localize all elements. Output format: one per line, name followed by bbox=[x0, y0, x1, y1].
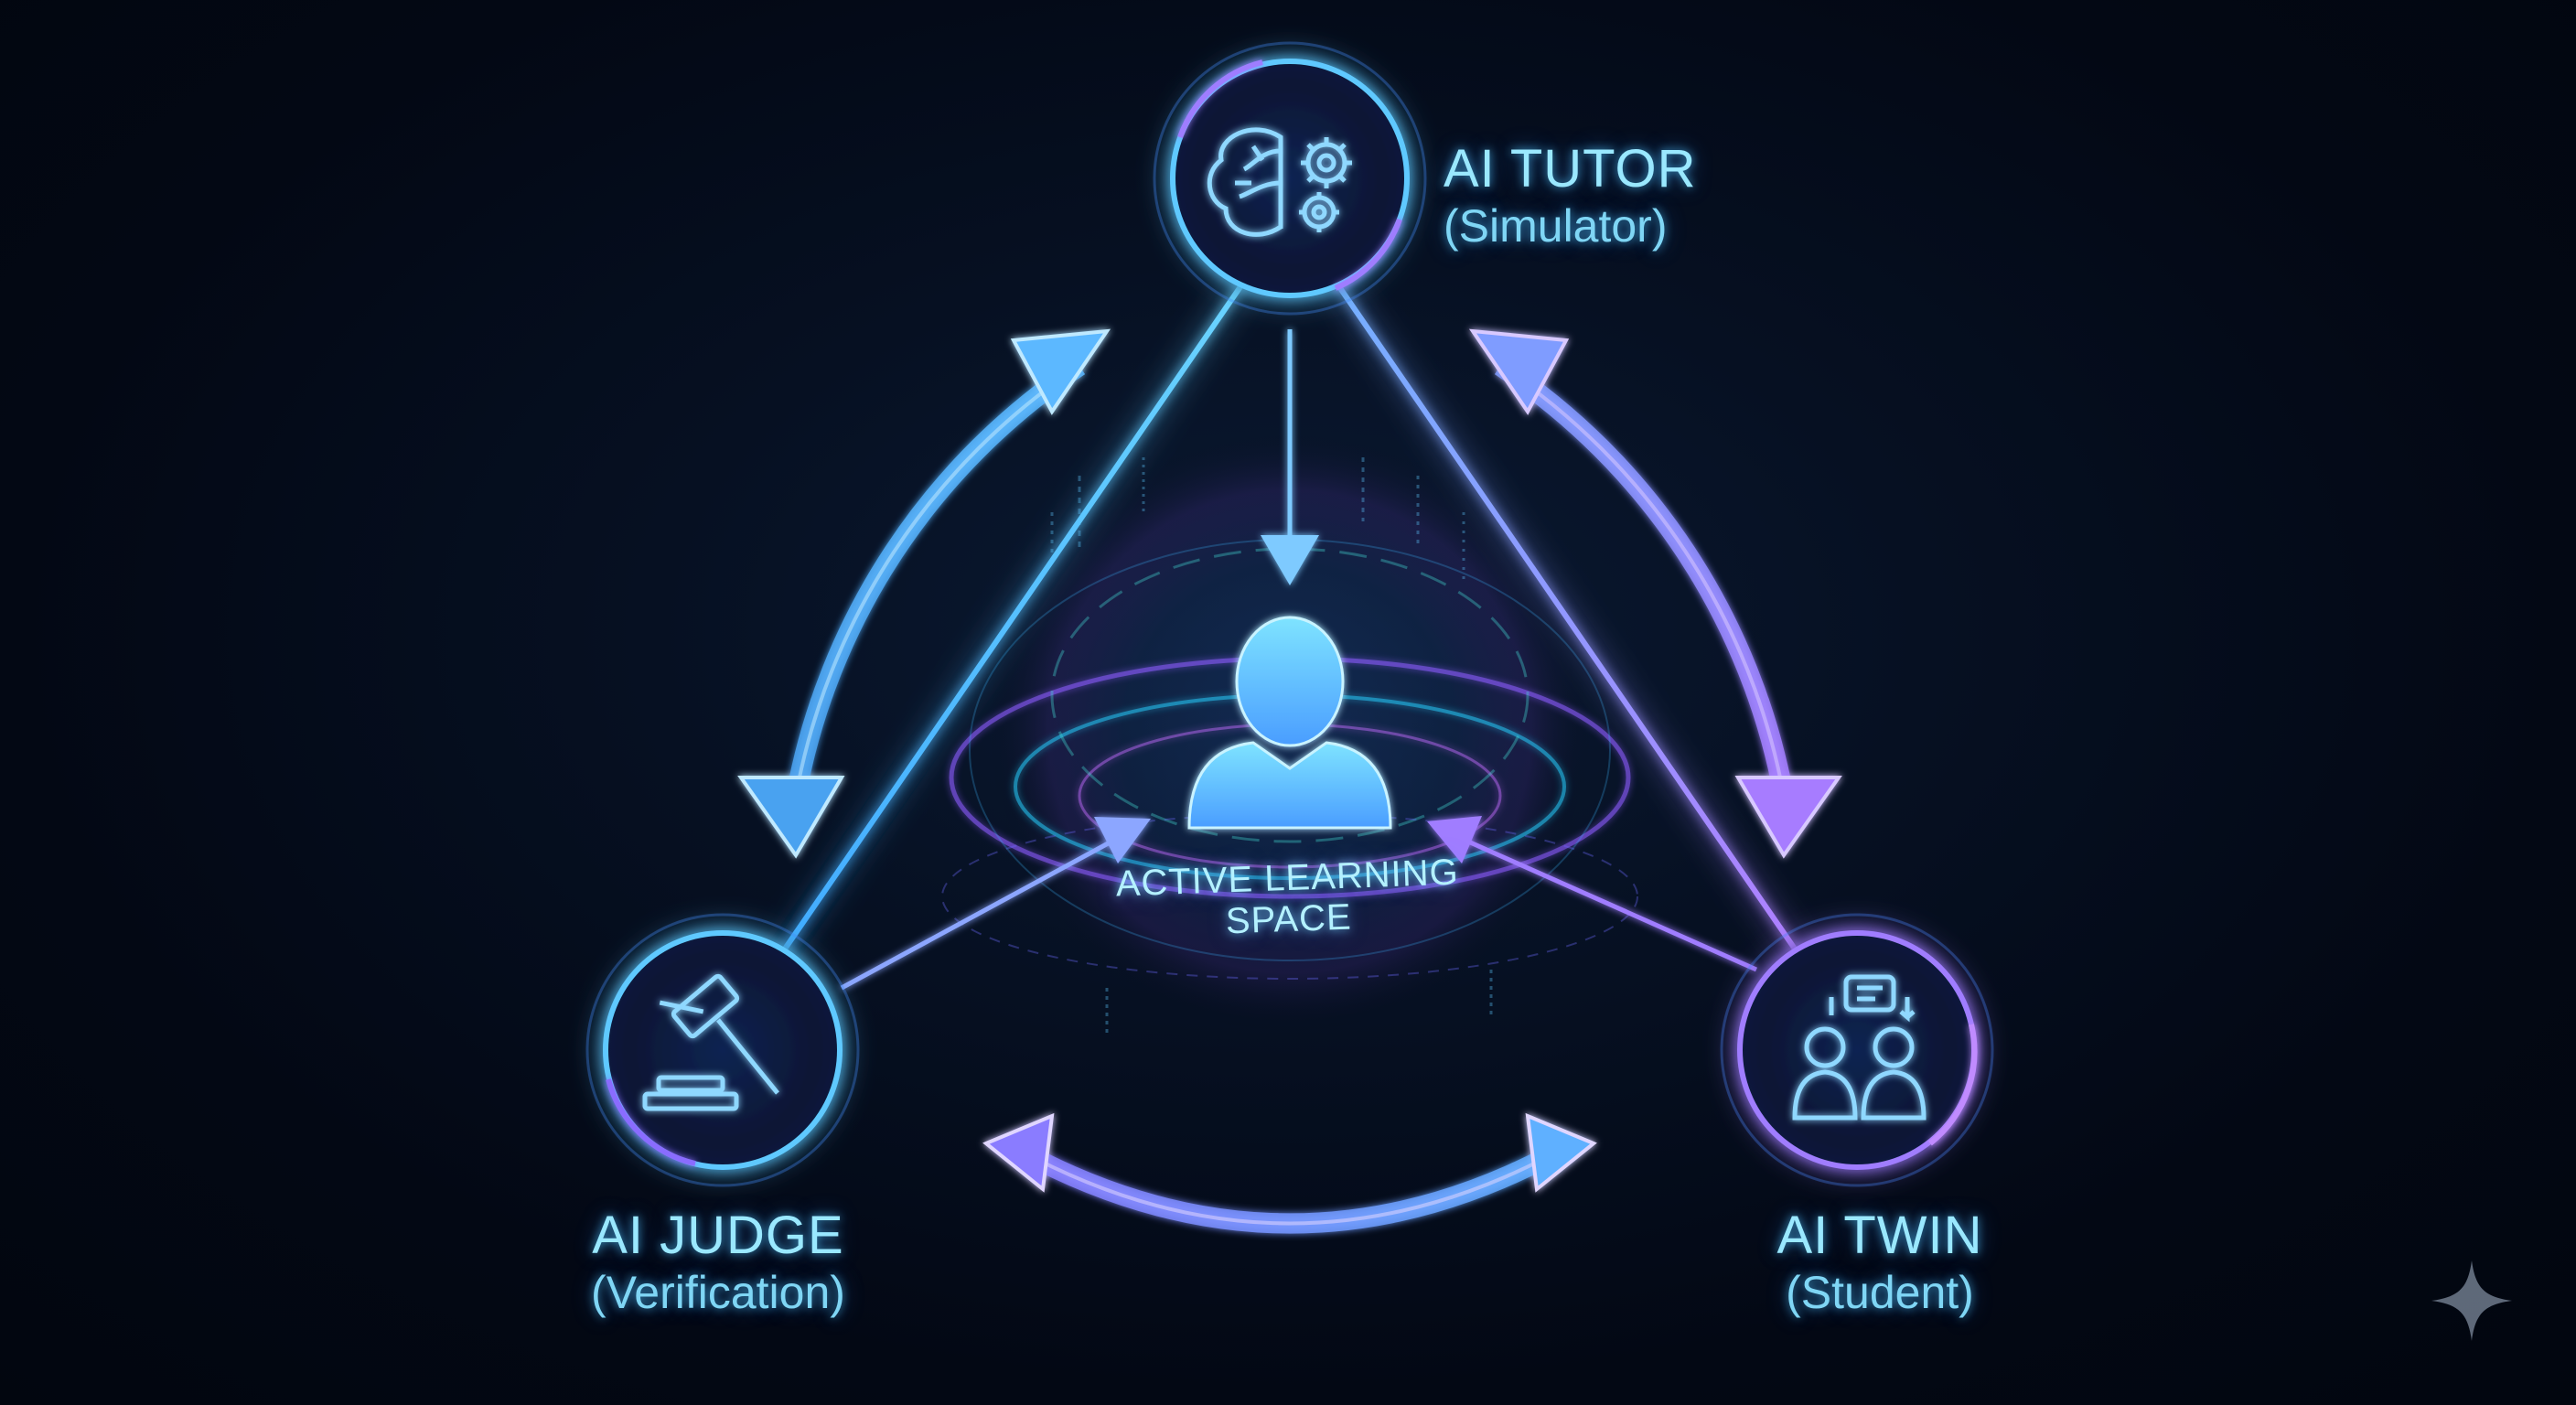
edge-tutor-judge bbox=[757, 213, 1293, 988]
twin-label: AI TWIN (Student) bbox=[1729, 1206, 2031, 1319]
arrow-twin-to-center bbox=[1427, 816, 1758, 972]
judge-title: AI JUDGE bbox=[592, 1206, 844, 1265]
arrow-cycle-right bbox=[1468, 328, 1842, 859]
active-learning-space-label: ACTIVE LEARNING SPACE bbox=[1114, 852, 1460, 942]
tutor-title: AI TUTOR bbox=[1444, 139, 1697, 198]
judge-label: AI JUDGE (Verification) bbox=[540, 1206, 896, 1319]
arrow-tutor-to-center bbox=[1261, 329, 1319, 585]
twin-subtitle: (Student) bbox=[1786, 1266, 1974, 1318]
inner-arrows bbox=[840, 329, 1758, 991]
judge-subtitle: (Verification) bbox=[591, 1266, 845, 1318]
arrow-judge-to-center bbox=[840, 817, 1151, 991]
twin-title: AI TWIN bbox=[1776, 1206, 1983, 1265]
sparkle-icon bbox=[2431, 1260, 2512, 1341]
brain-gears-icon bbox=[1207, 127, 1352, 237]
node-judge bbox=[585, 913, 860, 1187]
two-people-chat-icon bbox=[1792, 974, 1927, 1121]
person-icon bbox=[1187, 616, 1392, 830]
triangle-edges bbox=[757, 213, 1823, 1053]
outer-cycle-arrows bbox=[737, 328, 1842, 1234]
gavel-icon bbox=[642, 973, 779, 1111]
arrow-cycle-left bbox=[737, 328, 1111, 859]
edge-tutor-twin bbox=[1287, 213, 1823, 988]
node-tutor bbox=[1153, 41, 1427, 316]
tutor-label: AI TUTOR (Simulator) bbox=[1444, 139, 1736, 252]
tutor-subtitle: (Simulator) bbox=[1444, 199, 1668, 252]
node-twin bbox=[1720, 913, 1994, 1187]
arrow-cycle-bottom bbox=[982, 1112, 1597, 1234]
